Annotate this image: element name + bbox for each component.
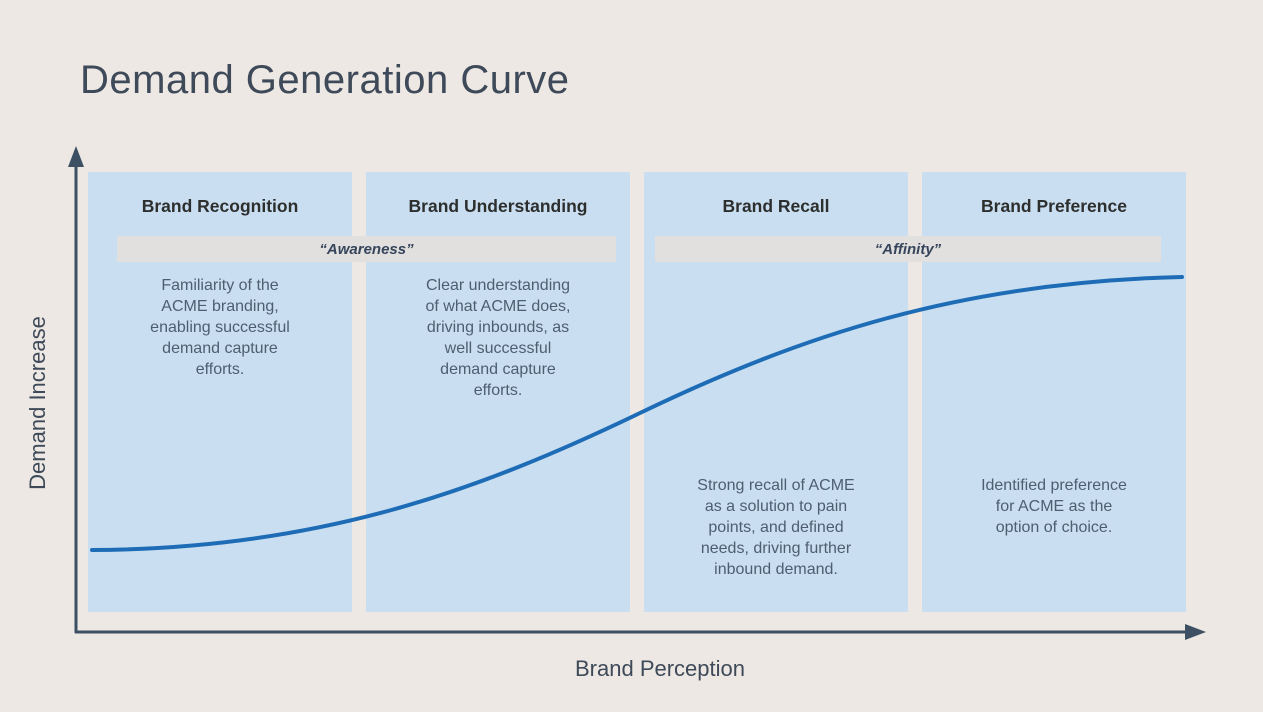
awareness-band-label: “Awareness” — [319, 240, 414, 258]
panel-title: Brand Recall — [722, 196, 830, 216]
panel-title: Brand Understanding — [408, 196, 588, 216]
page-title: Demand Generation Curve — [80, 58, 570, 102]
y-axis-arrow-icon — [68, 146, 84, 167]
panel-body: Identified preference for ACME as the op… — [981, 477, 1127, 536]
affinity-band: “Affinity” — [655, 236, 1161, 262]
panel-title: Brand Recognition — [141, 196, 299, 216]
x-axis-arrow-icon — [1185, 624, 1206, 640]
panel-title: Brand Preference — [981, 196, 1127, 216]
affinity-band-label: “Affinity” — [874, 240, 942, 258]
x-axis-label: Brand Perception — [575, 656, 745, 681]
y-axis-label: Demand Increase — [25, 316, 50, 490]
panel-body: Strong recall of ACME as a solution to p… — [697, 477, 855, 578]
panel-body: Familiarity of the ACME branding, enabli… — [150, 277, 290, 378]
awareness-band: “Awareness” — [117, 236, 616, 262]
panel-body: Clear understanding of what ACME does, d… — [425, 277, 571, 399]
